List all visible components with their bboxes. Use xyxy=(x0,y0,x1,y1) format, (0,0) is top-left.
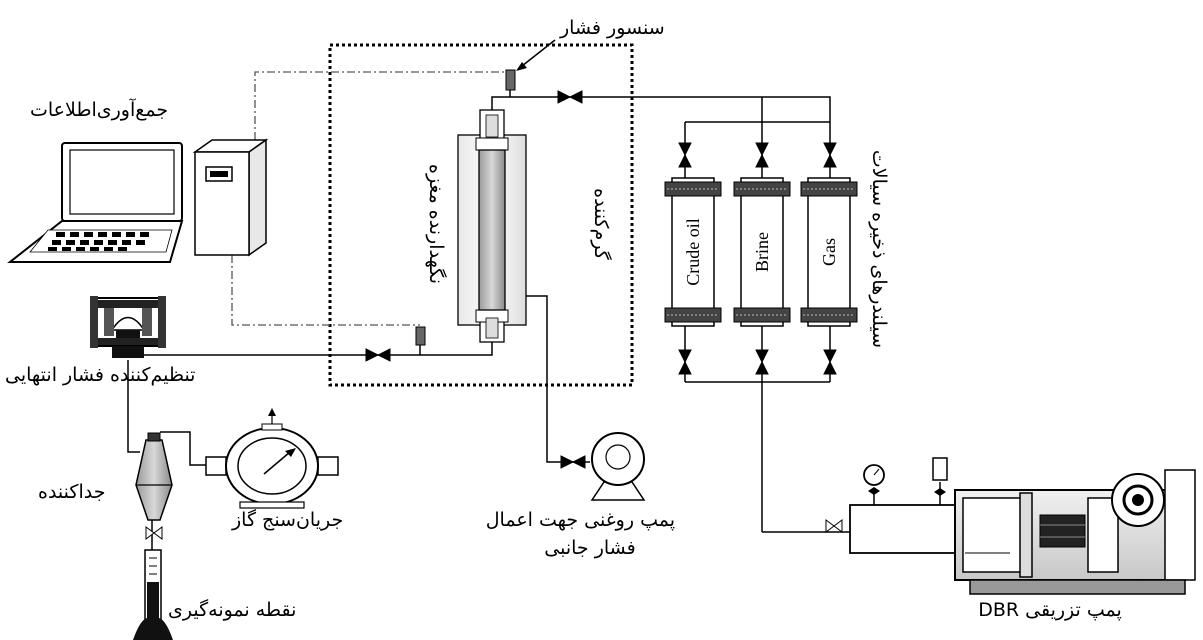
cylinder-gas xyxy=(800,177,858,327)
cylinder-label-crude-oil: Crude oil xyxy=(683,218,703,286)
cylinder-label-brine: Brine xyxy=(752,232,772,272)
gas-flow-meter-icon xyxy=(205,408,339,509)
pressure-sensor-bottom xyxy=(415,326,426,355)
label-separator: جداکننده xyxy=(38,481,106,503)
cylinder-crude-oil xyxy=(664,177,722,327)
laptop-icon xyxy=(7,142,184,263)
dbr-injection-pump-icon xyxy=(825,457,1196,595)
label-back-pressure-regulator: تنظیم‌کننده فشار انتهایی xyxy=(5,364,196,386)
label-heater: گرم‌کننده xyxy=(590,188,612,260)
data-lines xyxy=(231,71,510,326)
label-pressure-sensor: سنسور فشار xyxy=(560,17,665,39)
label-core-holder: نگهدارنده مغزه xyxy=(425,163,447,284)
cylinder-label-gas: Gas xyxy=(819,238,839,266)
label-data-acquisition: جمع‌آوری‌اطلاعات xyxy=(30,99,169,121)
oil-pump-icon xyxy=(590,432,646,501)
label-fluid-cylinders: سیلندرهای ذخیره سیالات xyxy=(868,149,890,349)
label-oil-pump-line2: فشار جانبی xyxy=(544,537,636,559)
label-gas-flow-meter: جریان‌سنج گاز xyxy=(232,509,344,531)
back-pressure-regulator-icon xyxy=(90,296,166,358)
cylinders: Crude oil Brine Gas xyxy=(664,177,858,327)
heater-enclosure xyxy=(328,43,634,387)
label-injection-pump: پمپ تزریقی DBR xyxy=(978,599,1122,621)
label-oil-pump-line1: پمپ روغنی جهت اعمال xyxy=(485,509,675,531)
sampling-cylinder-icon xyxy=(133,549,173,640)
separator-icon xyxy=(135,432,173,540)
sensor-arrow xyxy=(516,39,556,71)
label-sampling-point: نقطه نمونه‌گیری xyxy=(168,599,297,621)
valves xyxy=(365,90,837,469)
data-acquisition-box xyxy=(192,138,269,257)
pressure-sensor-top xyxy=(505,69,516,97)
cylinder-brine xyxy=(733,177,791,327)
core-holder xyxy=(457,109,527,343)
